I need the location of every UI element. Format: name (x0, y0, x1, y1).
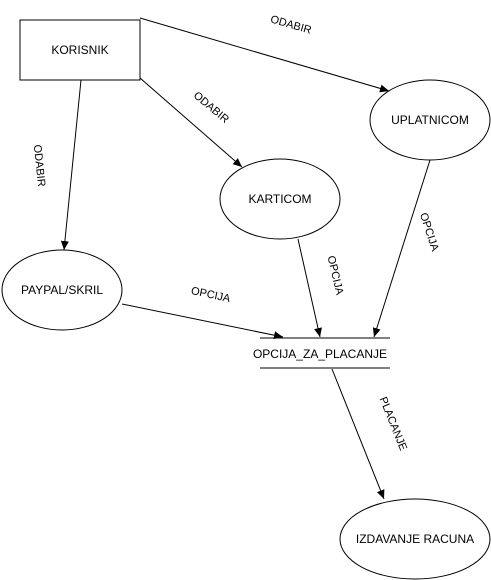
node-opcija-za-placanje[interactable]: OPCIJA_ZA_PLACANJE (253, 337, 390, 369)
edge-label-odabir-karticom: ODABIR (191, 90, 231, 126)
edge-label-opcija-karticom: OPCIJA (325, 255, 346, 297)
edge-korisnik-paypal (60, 79, 82, 251)
edge-uplatnicom-opcija (372, 159, 431, 338)
node-korisnik-label: KORISNIK (51, 43, 108, 57)
node-izdavanje-racuna-label: IZDAVANJE RACUNA (356, 532, 474, 546)
node-opcija-za-placanje-label: OPCIJA_ZA_PLACANJE (253, 347, 387, 361)
node-karticom-label: KARTICOM (248, 192, 311, 206)
edge-paypal-opcija (121, 303, 284, 340)
node-uplatnicom-label: UPLATNICOM (391, 113, 469, 127)
edge-label-opcija-paypal: OPCIJA (190, 285, 232, 305)
edge-opcija-izdavanje (331, 368, 385, 500)
edge-karticom-opcija (297, 238, 322, 338)
node-karticom[interactable]: KARTICOM (219, 158, 341, 240)
edge-korisnik-uplatnicom (139, 17, 390, 93)
edge-label-placanje: PLACANJE (377, 395, 409, 452)
edge-label-opcija-uplatnicom: OPCIJA (417, 211, 441, 253)
node-korisnik[interactable]: KORISNIK (19, 19, 141, 81)
node-paypal[interactable]: PAYPAL/SKRIL (1, 249, 123, 331)
edge-korisnik-karticom (139, 77, 243, 168)
edge-label-odabir-uplatnicom: ODABIR (269, 14, 313, 37)
edge-label-odabir-paypal: ODABIR (31, 144, 47, 187)
node-paypal-label: PAYPAL/SKRIL (21, 283, 103, 297)
node-izdavanje-racuna[interactable]: IZDAVANJE RACUNA (339, 498, 491, 580)
node-uplatnicom[interactable]: UPLATNICOM (369, 79, 491, 161)
